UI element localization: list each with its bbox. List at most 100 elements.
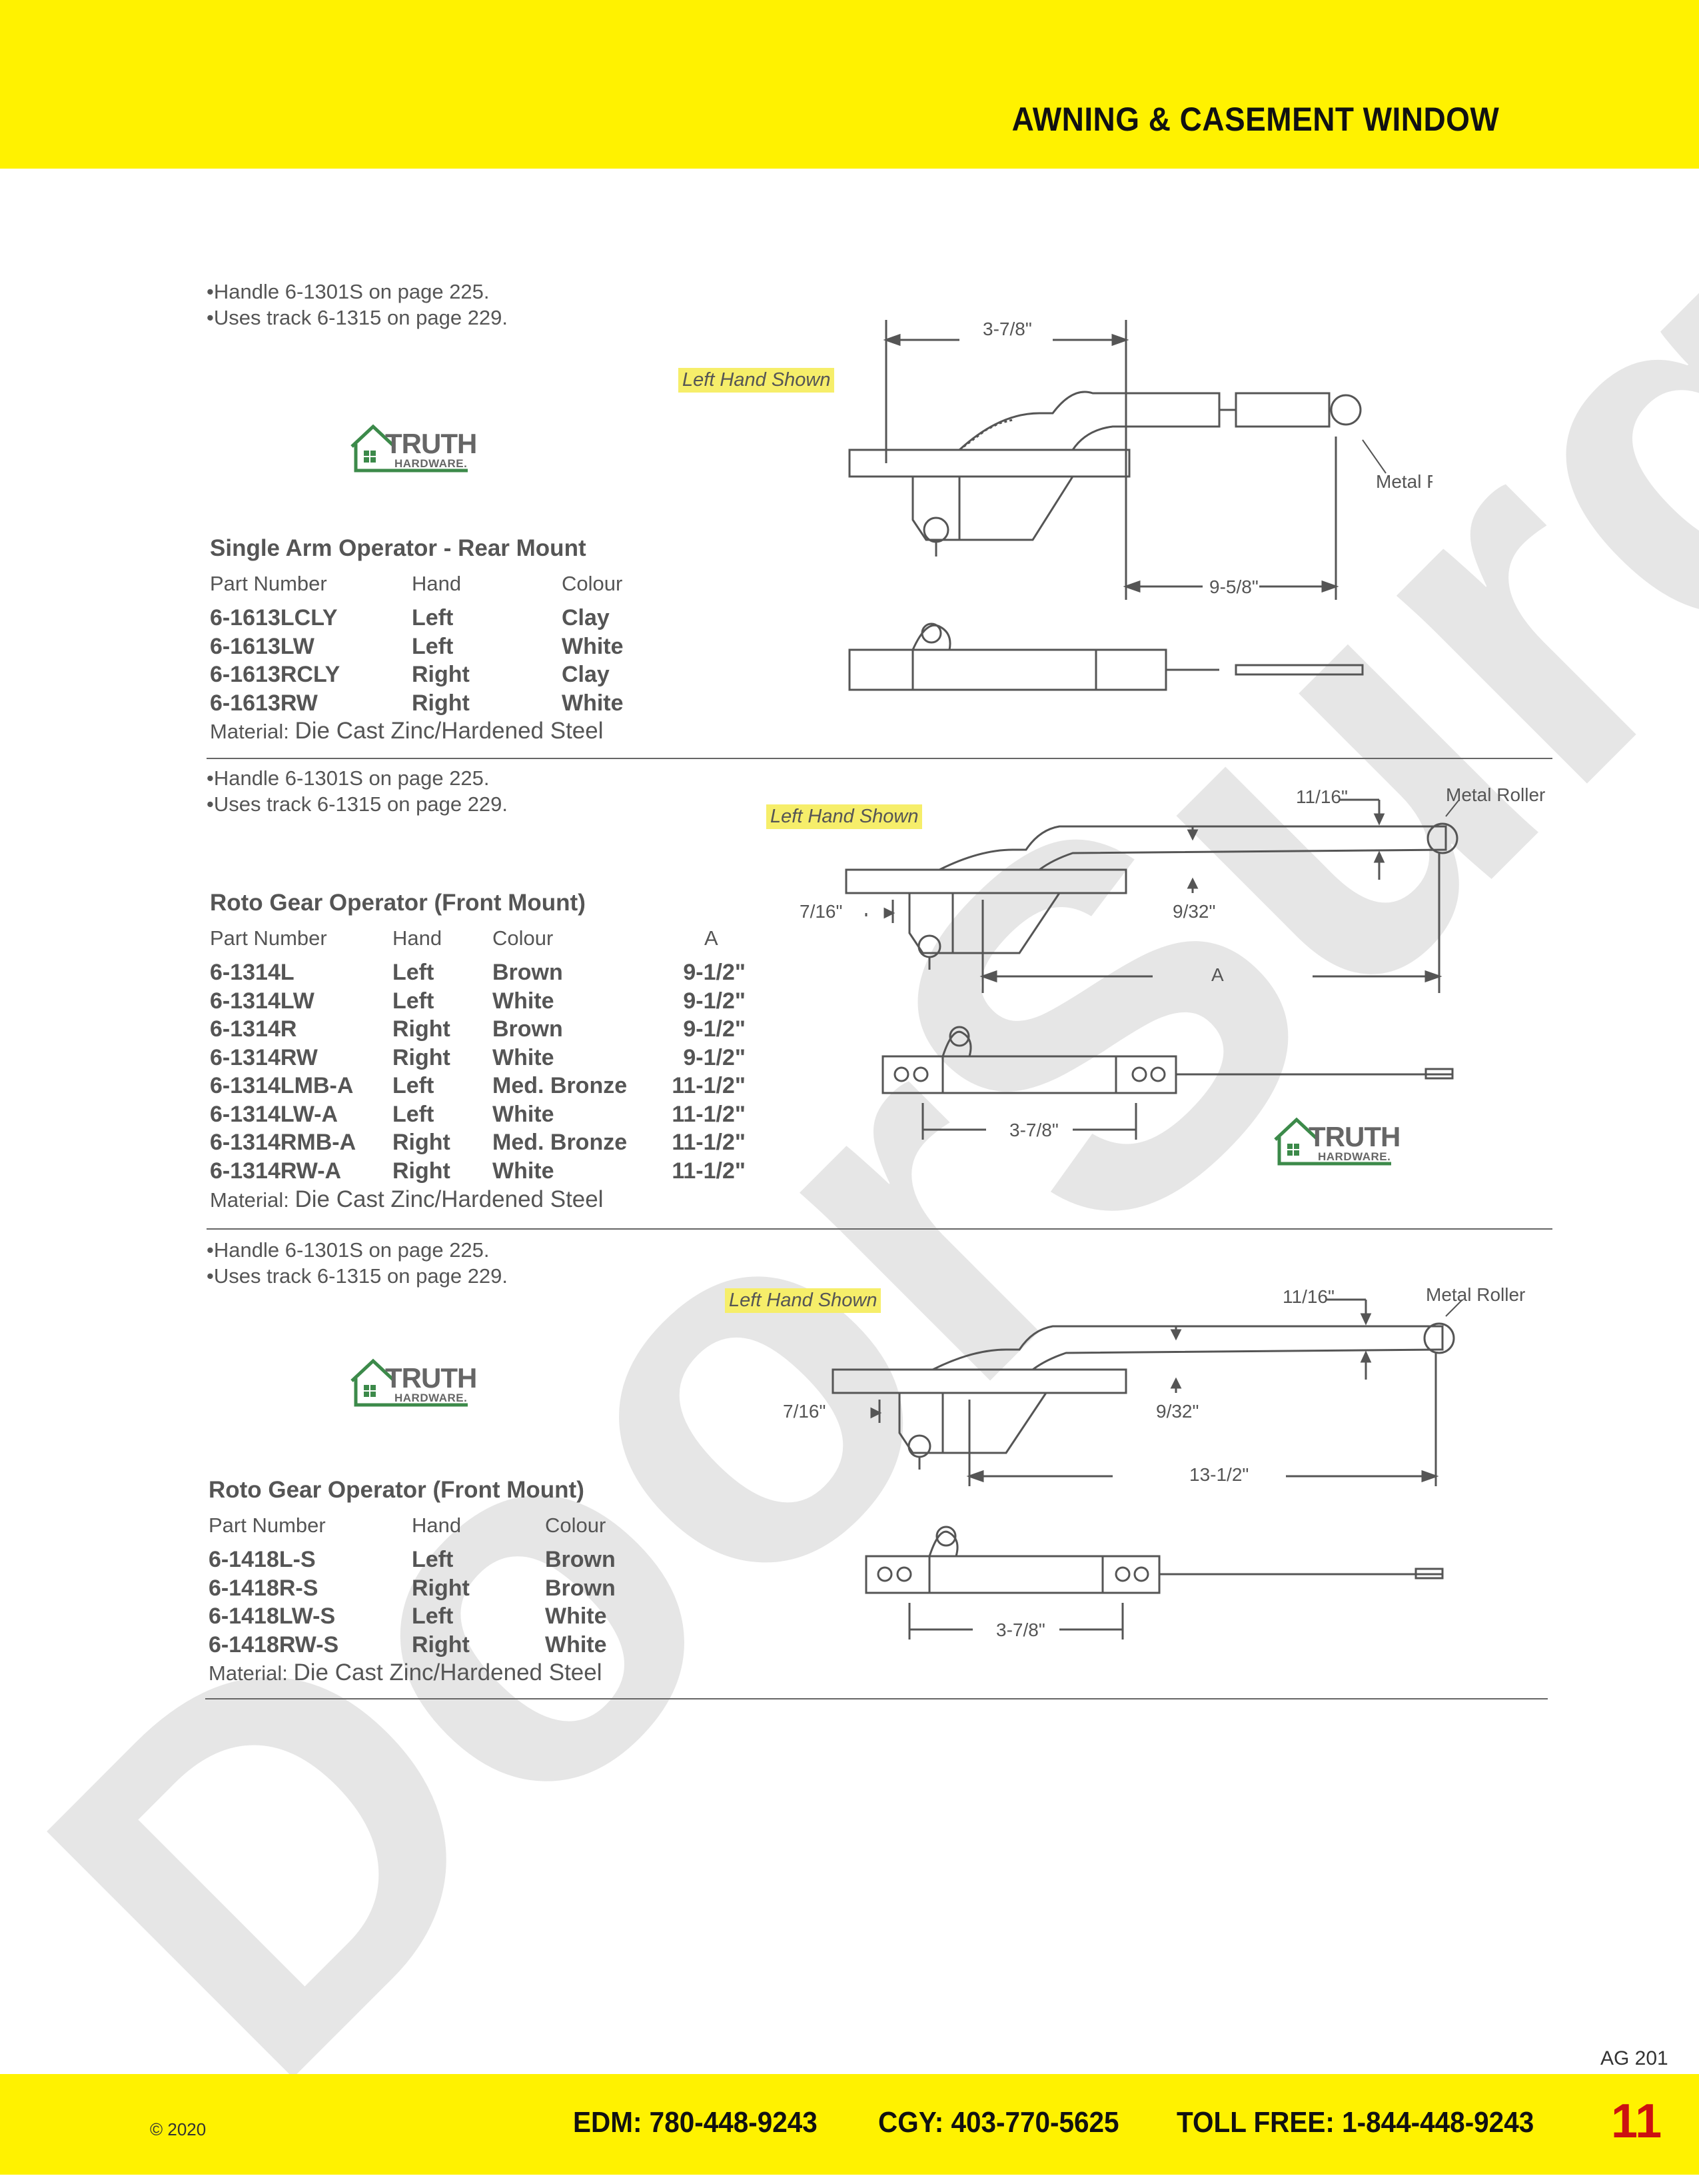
note-handle: •Handle 6-1301S on page 225.	[207, 1238, 490, 1262]
dim-9-32: 9/32"	[1173, 901, 1215, 922]
note-track: •Uses track 6-1315 on page 229.	[207, 1264, 508, 1288]
cell-part: 6-1418RW-S	[209, 1632, 339, 1657]
cell-colour: Brown	[492, 1016, 563, 1042]
logo-subword: HARDWARE.	[394, 457, 468, 470]
dim-7-16: 7/16"	[783, 1401, 826, 1422]
product-title: Single Arm Operator - Rear Mount	[210, 535, 586, 561]
cell-hand: Right	[412, 690, 470, 716]
product-title: Roto Gear Operator (Front Mount)	[210, 890, 586, 916]
material-value: Die Cast Zinc/Hardened Steel	[294, 718, 604, 744]
roto-gear-1418-drawing: 11/16" 9/32" 7/16" 13-1/2" 3-7/8" Metal …	[783, 1286, 1525, 1640]
logo-word: TRUTH	[1309, 1121, 1401, 1152]
col-colour: Colour	[562, 572, 623, 595]
material-label: Material:	[210, 720, 289, 743]
cell-part: 6-1613RW	[210, 690, 318, 716]
col-hand: Hand	[412, 572, 462, 595]
left-hand-shown-note: Left Hand Shown	[766, 804, 923, 829]
cell-a: 9-1/2"	[683, 988, 746, 1014]
col-part-number: Part Number	[210, 926, 327, 950]
col-a: A	[704, 926, 718, 950]
col-hand: Hand	[412, 1514, 462, 1537]
cell-hand: Left	[392, 1073, 434, 1098]
section-divider	[207, 758, 1552, 759]
cell-hand: Left	[412, 1604, 454, 1629]
cell-part: 6-1314RMB-A	[210, 1130, 356, 1155]
logo-subword: HARDWARE.	[394, 1392, 468, 1404]
material-line: Material: Die Cast Zinc/Hardened Steel	[210, 718, 604, 744]
footer-band	[0, 2074, 1699, 2175]
section-divider	[205, 1698, 1548, 1699]
cell-colour: Med. Bronze	[492, 1130, 628, 1155]
left-hand-shown-note: Left Hand Shown	[725, 1288, 881, 1313]
truth-hardware-logo: TRUTH HARDWARE.	[348, 1353, 494, 1413]
dim-a: A	[1211, 964, 1224, 985]
cell-a: 9-1/2"	[683, 1044, 746, 1070]
cell-a: 11-1/2"	[672, 1158, 746, 1184]
logo-subword: HARDWARE.	[1318, 1150, 1391, 1163]
material-label: Material:	[210, 1188, 289, 1212]
cell-hand: Right	[392, 1016, 450, 1042]
copyright: © 2020	[150, 2119, 207, 2139]
dim-7-16: 7/16"	[800, 901, 842, 922]
page-code: AG 201	[1600, 2047, 1668, 2069]
roto-gear-1314-drawing: 11/16" 9/32" 7/16" A 3-7/8" Metal Roller	[800, 786, 1545, 1140]
cell-part: 6-1314RW	[210, 1044, 318, 1070]
note-handle: •Handle 6-1301S on page 225.	[207, 766, 490, 790]
note-track: •Uses track 6-1315 on page 229.	[207, 306, 508, 329]
cell-part: 6-1613LCLY	[210, 605, 338, 630]
house-icon	[1274, 1117, 1391, 1166]
cell-colour: Brown	[545, 1575, 616, 1601]
table-header: Part Number Hand Colour	[209, 1514, 616, 1538]
col-part-number: Part Number	[209, 1514, 326, 1537]
material-value: Die Cast Zinc/Hardened Steel	[294, 1186, 604, 1212]
col-colour: Colour	[545, 1514, 606, 1537]
header-band	[0, 0, 1699, 169]
col-part-number: Part Number	[210, 572, 327, 595]
metal-roller-label: Metal Roller	[1446, 786, 1545, 805]
single-arm-operator-drawing: 3-7/8" 9-5/8" Metal Roller	[848, 319, 1432, 691]
dim-3-7-8: 3-7/8"	[983, 319, 1032, 339]
dim-13-1-2: 13-1/2"	[1189, 1464, 1249, 1485]
dim-9-32: 9/32"	[1156, 1401, 1199, 1422]
cell-part: 6-1613LW	[210, 633, 314, 659]
cell-hand: Left	[392, 988, 434, 1014]
logo-word: TRUTH	[385, 428, 477, 459]
table-header: Part Number Hand Colour	[210, 572, 624, 596]
cell-colour: White	[492, 988, 554, 1014]
cell-a: 11-1/2"	[672, 1101, 746, 1127]
note-list: •Handle 6-1301S on page 225. •Uses track…	[207, 1237, 508, 1289]
logo-word: TRUTH	[385, 1362, 477, 1394]
note-handle: •Handle 6-1301S on page 225.	[207, 280, 490, 303]
material-label: Material:	[209, 1661, 288, 1685]
note-list: •Handle 6-1301S on page 225. •Uses track…	[207, 765, 508, 817]
cell-hand: Right	[412, 662, 470, 687]
section-divider	[207, 1228, 1552, 1230]
toll-free-phone: TOLL FREE: 1-844-448-9243	[1177, 2106, 1534, 2139]
cell-part: 6-1314R	[210, 1016, 297, 1042]
material-line: Material: Die Cast Zinc/Hardened Steel	[210, 1186, 604, 1213]
cell-colour: Med. Bronze	[492, 1073, 628, 1098]
house-icon	[350, 1358, 468, 1407]
cgy-phone: CGY: 403-770-5625	[878, 2106, 1119, 2139]
cell-colour: Brown	[492, 960, 563, 985]
page-number: 11	[1611, 2095, 1662, 2148]
cell-a: 9-1/2"	[683, 960, 746, 985]
cell-colour: Clay	[562, 662, 610, 687]
cell-hand: Left	[392, 960, 434, 985]
product-title: Roto Gear Operator (Front Mount)	[209, 1477, 584, 1503]
cell-hand: Right	[392, 1130, 450, 1155]
cell-colour: White	[492, 1044, 554, 1070]
dim-3-7-8: 3-7/8"	[996, 1620, 1045, 1640]
cell-part: 6-1418R-S	[209, 1575, 318, 1601]
cell-hand: Left	[412, 605, 454, 630]
